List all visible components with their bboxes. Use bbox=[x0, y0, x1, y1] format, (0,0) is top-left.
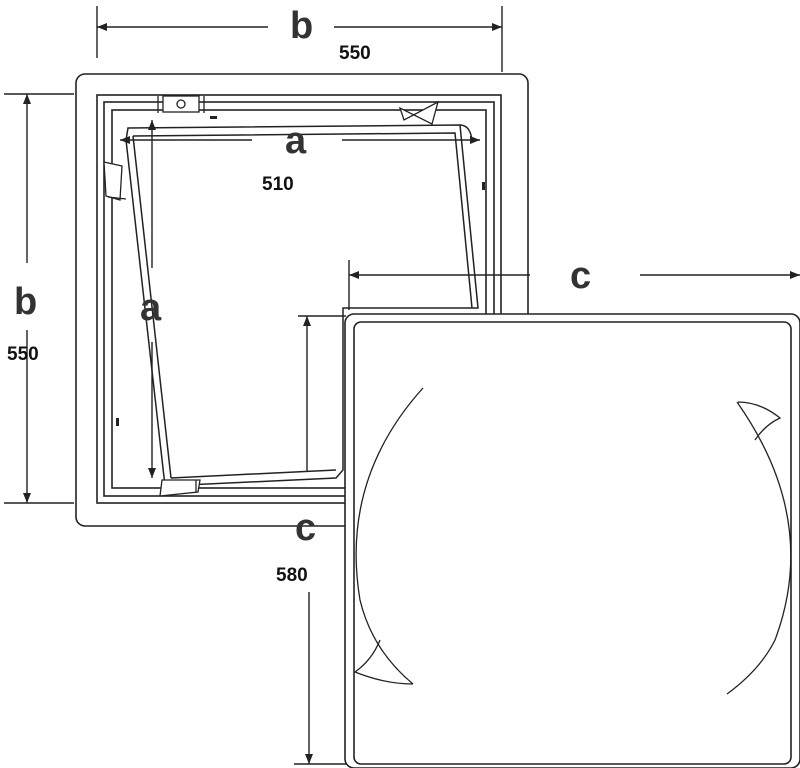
dimension-lines bbox=[4, 6, 800, 765]
hinge-bottom bbox=[159, 479, 201, 497]
cover-panel bbox=[344, 313, 800, 768]
clip-marks bbox=[116, 116, 485, 426]
inner-frame-line-1 bbox=[96, 94, 502, 504]
label-c-right: c bbox=[570, 255, 591, 297]
value-b-left: 550 bbox=[7, 344, 39, 365]
cover-curves bbox=[353, 387, 792, 695]
cover-outer bbox=[344, 313, 800, 768]
value-c-mid: 580 bbox=[276, 565, 308, 586]
value-a-top: 510 bbox=[262, 174, 294, 195]
inner-frame-line-3 bbox=[111, 109, 487, 489]
label-c-mid: c bbox=[295, 507, 316, 549]
top-latch bbox=[157, 95, 205, 113]
label-a-top: a bbox=[285, 120, 307, 162]
tilted-inner-panel bbox=[125, 124, 479, 487]
inner-frame-line-2 bbox=[103, 101, 495, 497]
label-b-top: b bbox=[290, 5, 313, 47]
value-b-top: 550 bbox=[339, 43, 371, 64]
label-a-left: a bbox=[140, 287, 162, 329]
label-b-left: b bbox=[14, 281, 37, 323]
hinge-top-right bbox=[398, 100, 440, 125]
hinge-left bbox=[103, 161, 127, 201]
